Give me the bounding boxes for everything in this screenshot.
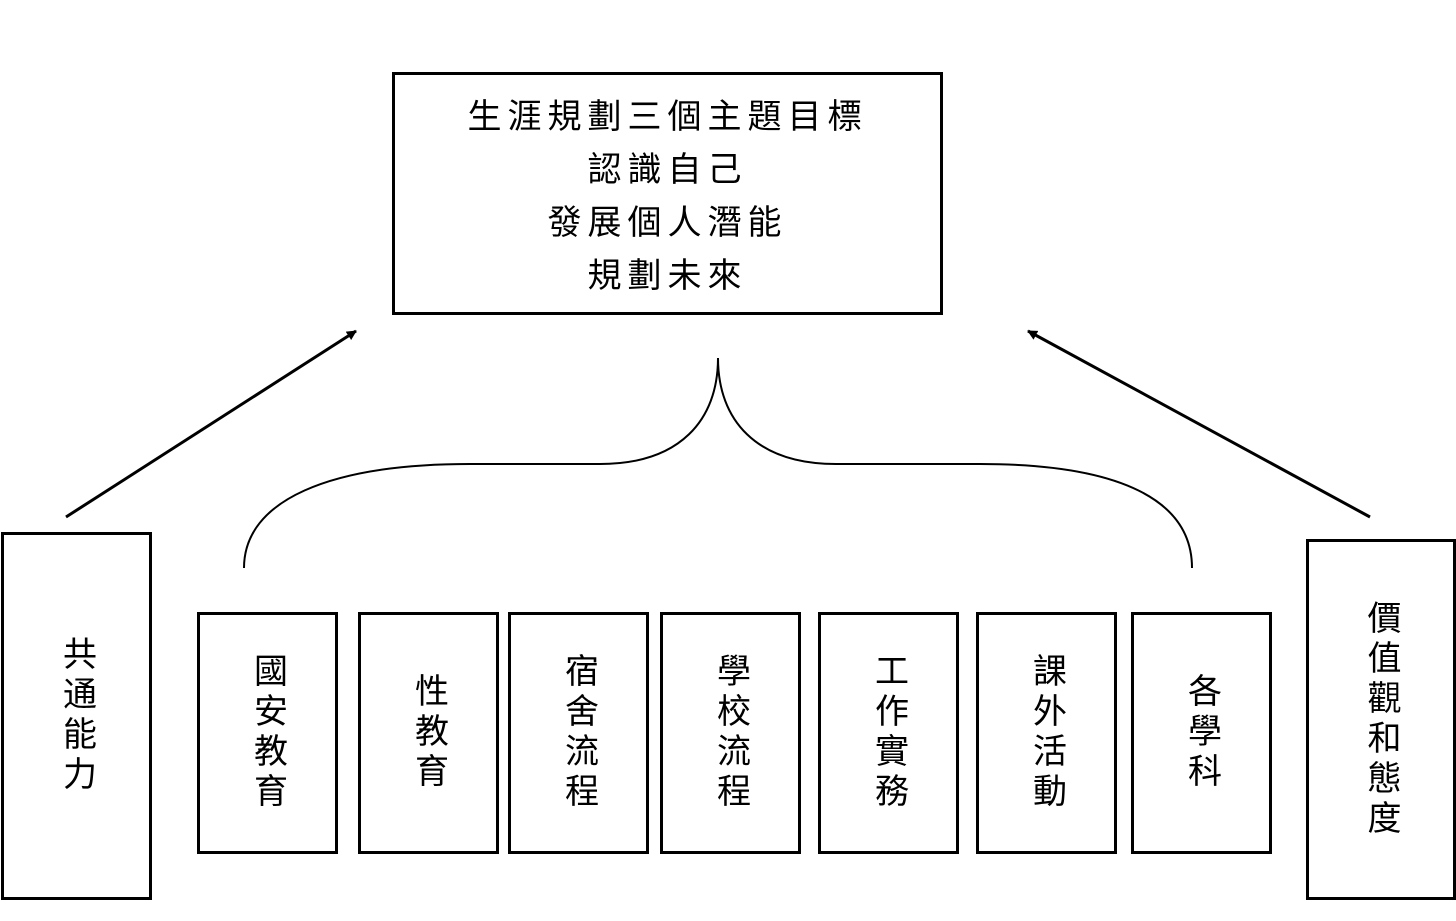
goal-item-develop-potential: 發展個人潛能 xyxy=(547,202,788,243)
goal-title: 生涯規劃三個主題目標 xyxy=(467,96,868,137)
topic-box-subjects: 各學科 xyxy=(1131,612,1272,854)
topic-label: 性教育 xyxy=(408,673,449,793)
topic-box-extracurricular: 課外活動 xyxy=(976,612,1117,854)
topic-label: 各學科 xyxy=(1181,673,1222,793)
goal-box: 生涯規劃三個主題目標 認識自己 發展個人潛能 規劃未來 xyxy=(392,72,943,315)
common-abilities-label: 共通能力 xyxy=(56,636,97,796)
topic-box-school-procedures: 學校流程 xyxy=(660,612,801,854)
topic-label: 課外活動 xyxy=(1026,653,1067,813)
topic-label: 工作實務 xyxy=(868,653,909,813)
topic-box-sex-education: 性教育 xyxy=(358,612,499,854)
common-abilities-box: 共通能力 xyxy=(1,532,152,900)
topic-box-work-practice: 工作實務 xyxy=(818,612,959,854)
topic-box-national-security: 國安教育 xyxy=(197,612,338,854)
left-arrow xyxy=(65,329,357,519)
topic-label: 宿舍流程 xyxy=(558,653,599,813)
values-attitudes-label: 價值觀和態度 xyxy=(1361,599,1401,840)
topics-brace xyxy=(243,357,1193,569)
goal-item-plan-future: 規劃未來 xyxy=(587,255,748,296)
right-arrow xyxy=(1027,329,1371,519)
topic-label: 國安教育 xyxy=(247,653,288,813)
topic-box-dorm-procedures: 宿舍流程 xyxy=(508,612,649,854)
values-attitudes-box: 價值觀和態度 xyxy=(1306,539,1456,900)
topic-label: 學校流程 xyxy=(710,653,751,813)
goal-item-know-self: 認識自己 xyxy=(587,149,748,190)
